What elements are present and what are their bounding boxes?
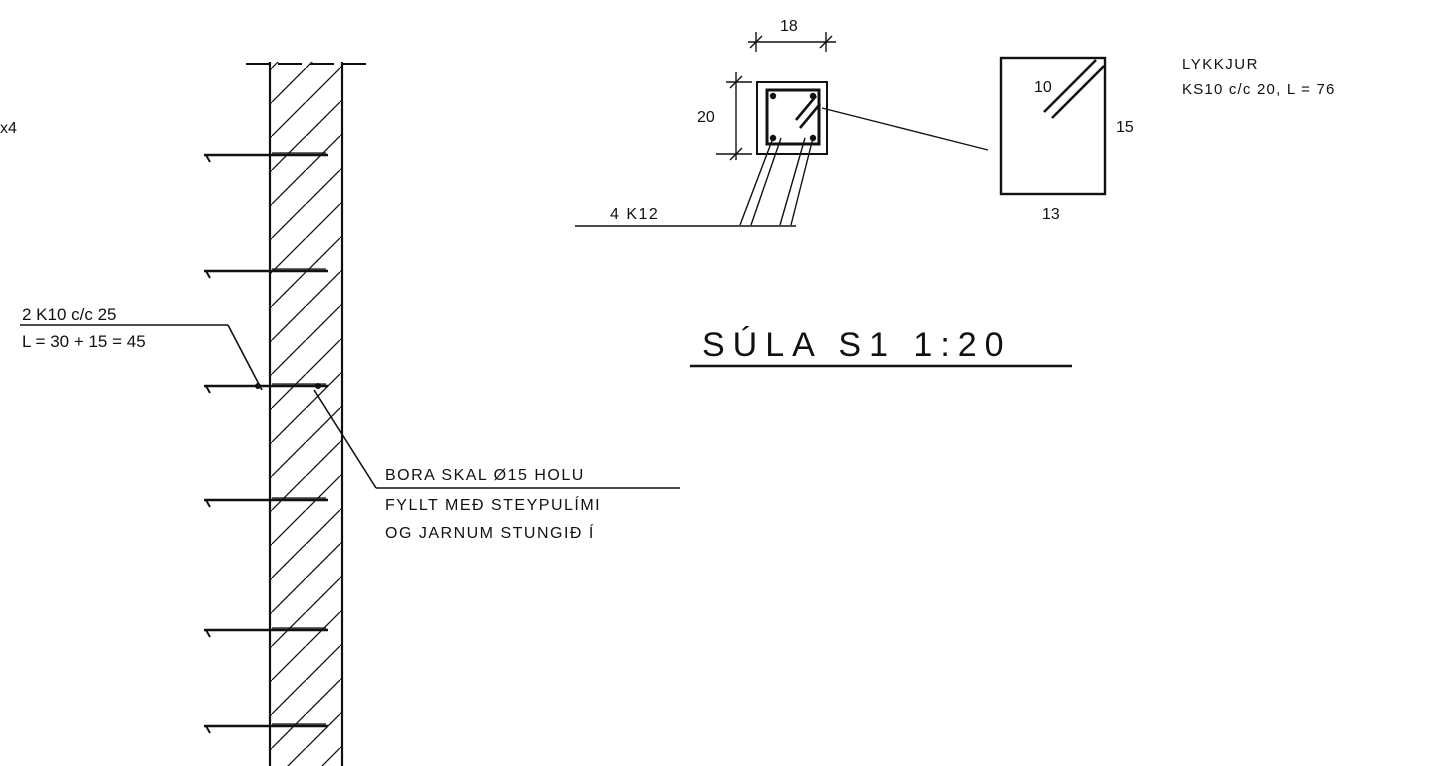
stirrup-width-dim: 13: [1042, 206, 1060, 223]
stirrup-label-line1: LYKKJUR: [1182, 56, 1259, 73]
rebar-label: 4 K12: [610, 206, 659, 223]
drill-note-line2: FYLLT MEÐ STEYPULÍMI: [385, 495, 601, 514]
stirrup-height-dim: 15: [1116, 119, 1134, 136]
width-dimension-label: 18: [780, 18, 798, 35]
column-outline: [756, 81, 828, 155]
stirrup-in-section: [765, 88, 821, 146]
anchor-bar: [204, 152, 328, 163]
drill-leader-line: [313, 389, 377, 489]
rebar-corner: [769, 92, 777, 100]
drawing-title: SÚLA S1 1:20: [690, 326, 1072, 368]
column-section: 18 20 4 K12: [575, 18, 989, 227]
cut-edge-label: x4: [0, 120, 17, 137]
anchor-label-line1: 2 K10 c/c 25: [22, 305, 117, 324]
stirrup-detail: 10 15 13 LYKKJUR KS10 c/c 20, L = 76: [999, 56, 1336, 223]
anchor-bar: [204, 627, 328, 638]
wall-hatch: [270, 62, 342, 766]
anchor-leader-line: [227, 324, 263, 391]
stirrup-label-line2: KS10 c/c 20, L = 76: [1182, 81, 1336, 98]
wall-section: [246, 62, 366, 766]
drill-note-line1: BORA SKAL Ø15 HOLU: [385, 467, 585, 484]
drill-note-line3: OG JARNUM STUNGIÐ Í: [385, 523, 595, 542]
title-text: SÚLA S1 1:20: [702, 326, 1012, 364]
stirrup-shape: [999, 56, 1107, 196]
anchor-bar: [204, 723, 328, 734]
stirrup-hook-dim: 10: [1034, 79, 1052, 96]
height-dimension-label: 20: [697, 109, 715, 126]
anchor-bar: [204, 268, 328, 279]
anchor-bar: [204, 497, 328, 508]
stirrup-detail-leader: [821, 107, 989, 151]
anchor-label-line2: L = 30 + 15 = 45: [22, 332, 146, 351]
